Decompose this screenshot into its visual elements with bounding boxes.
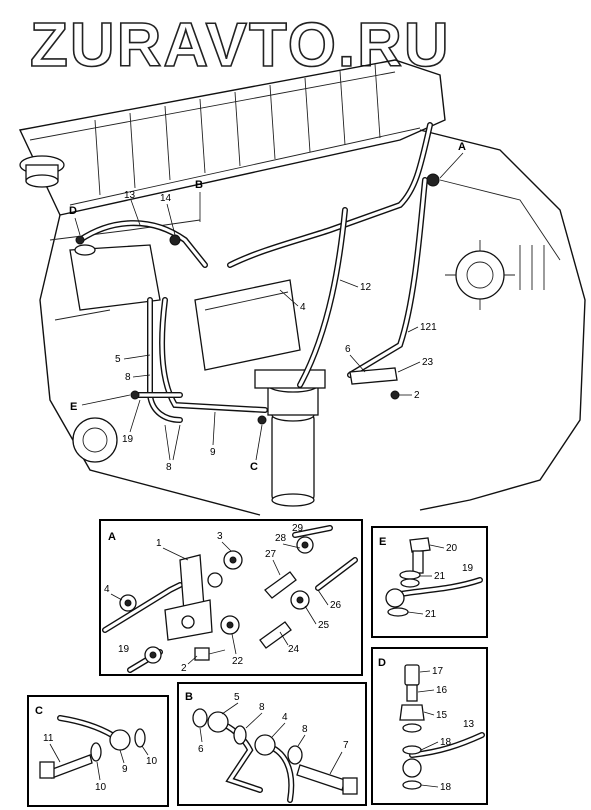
- callout-9: 9: [210, 447, 216, 458]
- detail-C: C 11 9 10 10: [27, 695, 169, 807]
- detail-A-label-4: 4: [104, 584, 110, 595]
- callout-19: 19: [122, 434, 134, 445]
- detail-E-label-21b: 21: [425, 609, 437, 620]
- detail-B-label-7: 7: [343, 740, 349, 751]
- callout-121: 121: [420, 322, 437, 333]
- detail-A-label-1: 1: [156, 538, 162, 549]
- detail-D-label-16: 16: [436, 685, 448, 696]
- detail-D-label-17: 17: [432, 666, 444, 677]
- callout-14: 14: [160, 193, 172, 204]
- detail-D-label-18a: 18: [440, 737, 452, 748]
- detail-B-label-8a: 8: [259, 702, 265, 713]
- detail-E-label-20: 20: [446, 543, 458, 554]
- detail-E: E 20 21 19 21: [371, 526, 488, 638]
- detail-D-label-13: 13: [463, 719, 475, 730]
- detail-C-caption: C: [35, 705, 43, 717]
- detail-B-label-5: 5: [234, 692, 240, 703]
- detail-A-label-29: 29: [292, 523, 304, 534]
- detail-A-label-25: 25: [318, 620, 330, 631]
- detail-C-label-10a: 10: [146, 756, 158, 767]
- detail-C-label-11: 11: [43, 733, 54, 744]
- callout-13: 13: [124, 190, 136, 201]
- callout-2: 2: [414, 390, 420, 401]
- callout-23: 23: [422, 357, 434, 368]
- detail-B-caption: B: [185, 691, 193, 703]
- callout-8a: 8: [125, 372, 131, 383]
- fuel-lines: [75, 122, 440, 425]
- detail-A-caption: A: [108, 531, 116, 543]
- detail-E-label-21a: 21: [434, 571, 446, 582]
- watermark-text: ZURAVTO.RU: [30, 11, 451, 80]
- detail-D-caption: D: [378, 657, 386, 669]
- detail-B-label-8b: 8: [302, 724, 308, 735]
- detail-E-label-19: 19: [462, 563, 474, 574]
- detail-E-caption: E: [379, 536, 386, 548]
- detail-A-label-19: 19: [118, 644, 130, 655]
- detail-B-label-6: 6: [198, 744, 204, 755]
- detail-C-label-10b: 10: [95, 782, 107, 793]
- detail-C-label-9: 9: [122, 764, 128, 775]
- detail-A-label-3: 3: [217, 531, 223, 542]
- callout-A: A: [458, 141, 466, 153]
- callout-12: 12: [360, 282, 372, 293]
- callout-6: 6: [345, 344, 351, 355]
- detail-B: B 5 8 4 8 6 7: [177, 682, 367, 806]
- detail-D-label-18b: 18: [440, 782, 452, 793]
- callout-E: E: [70, 401, 77, 413]
- detail-A-label-22: 22: [232, 656, 244, 667]
- detail-D-label-15: 15: [436, 710, 448, 721]
- engine-illustration: [18, 59, 586, 516]
- detail-D: D 17 16 15 13 18 18: [371, 647, 488, 805]
- detail-A-label-24: 24: [288, 644, 300, 655]
- main-callouts: A B C D E 13 14 12 4 121 6 23 2 5 8 19 8…: [69, 141, 466, 473]
- detail-A-label-2: 2: [181, 663, 187, 674]
- callout-4: 4: [300, 302, 306, 313]
- detail-B-label-4: 4: [282, 712, 288, 723]
- callout-C: C: [250, 461, 258, 473]
- detail-A: A 1 3 29 28 27 4: [99, 519, 363, 676]
- detail-A-label-27: 27: [265, 549, 277, 560]
- callout-8b: 8: [166, 462, 172, 473]
- callout-D: D: [69, 205, 77, 217]
- detail-A-label-28: 28: [275, 533, 287, 544]
- callout-B: B: [195, 179, 203, 191]
- detail-A-label-26: 26: [330, 600, 342, 611]
- callout-5: 5: [115, 354, 121, 365]
